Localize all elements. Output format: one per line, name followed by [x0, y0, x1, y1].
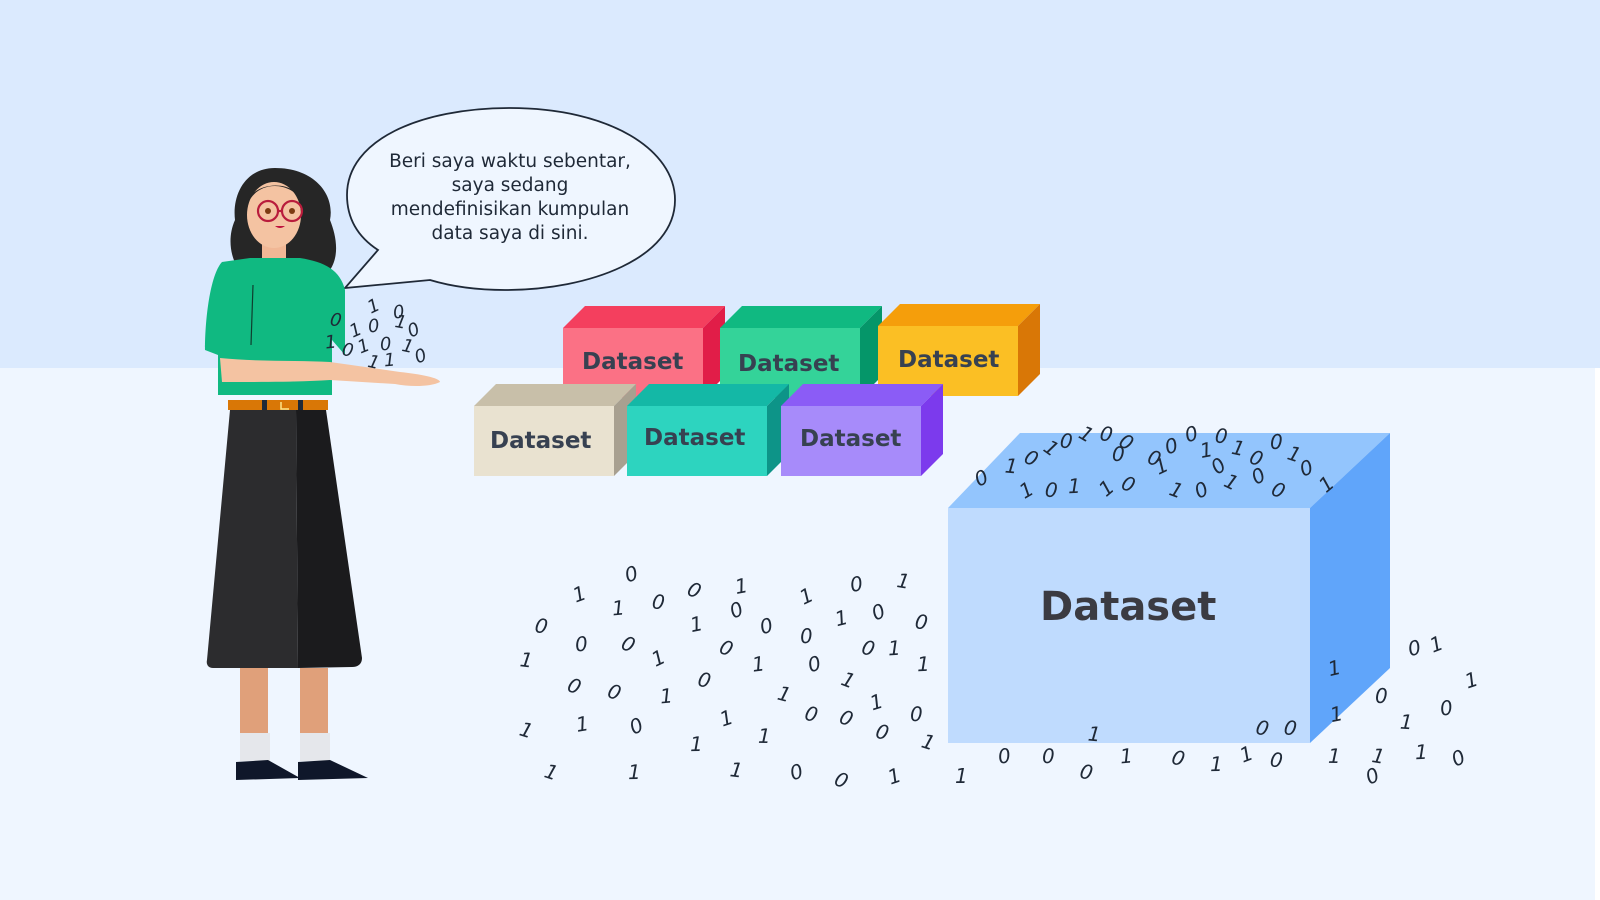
- bubble-line: mendefinisikan kumpulan: [390, 199, 630, 220]
- dataset-box: [627, 384, 789, 476]
- big-dataset-label: Dataset: [1040, 584, 1217, 630]
- dataset-label-purple: Dataset: [800, 426, 902, 452]
- arm: [220, 358, 440, 387]
- dataset-label-teal: Dataset: [644, 425, 746, 451]
- socks: [240, 733, 270, 761]
- dataset-label-beige: Dataset: [490, 428, 592, 454]
- glasses-icon: [256, 199, 304, 223]
- speech-bubble: [342, 107, 676, 291]
- bubble-line: data saya di sini.: [431, 223, 589, 244]
- dataset-box: [878, 304, 1040, 396]
- character-woman: [205, 168, 440, 780]
- bubble-line: saya sedang: [451, 175, 569, 196]
- belt: [228, 400, 328, 410]
- dataset-label-green: Dataset: [738, 351, 840, 377]
- dataset-box: [781, 384, 943, 476]
- skirt: [206, 410, 298, 668]
- legs: [240, 668, 268, 733]
- small-datasets: [474, 304, 1040, 476]
- bubble-line: Beri saya waktu sebentar,: [389, 151, 631, 172]
- dataset-box: [474, 384, 636, 476]
- dataset-label-orange: Dataset: [898, 347, 1000, 373]
- big-dataset-box: [948, 433, 1390, 743]
- dataset-label-red: Dataset: [582, 349, 684, 375]
- shoes: [236, 760, 300, 780]
- page-edge: [1595, 368, 1600, 900]
- face: [247, 182, 301, 248]
- speech-bubble-text: Beri saya waktu sebentar, saya sedang me…: [370, 150, 650, 246]
